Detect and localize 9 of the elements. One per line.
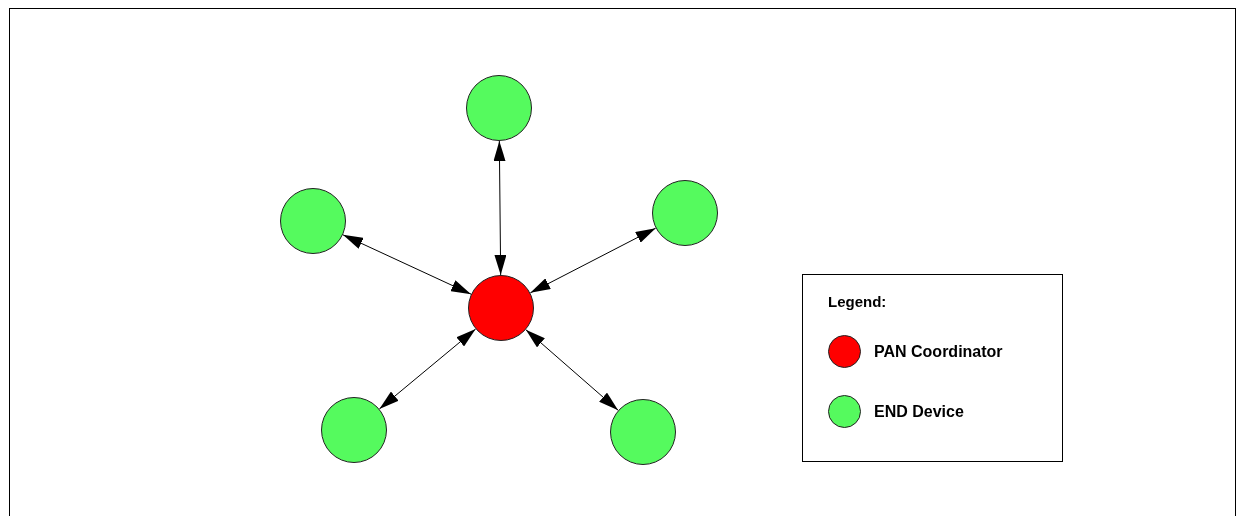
legend-label: PAN Coordinator [874, 342, 1003, 361]
legend-label: END Device [874, 402, 964, 421]
double-arrow [378, 328, 477, 410]
double-arrow [342, 234, 472, 295]
legend-title: Legend: [828, 293, 888, 312]
double-arrow [525, 329, 619, 411]
double-arrow [529, 227, 657, 294]
double-arrow [493, 140, 507, 276]
coordinator-circle [468, 275, 534, 341]
